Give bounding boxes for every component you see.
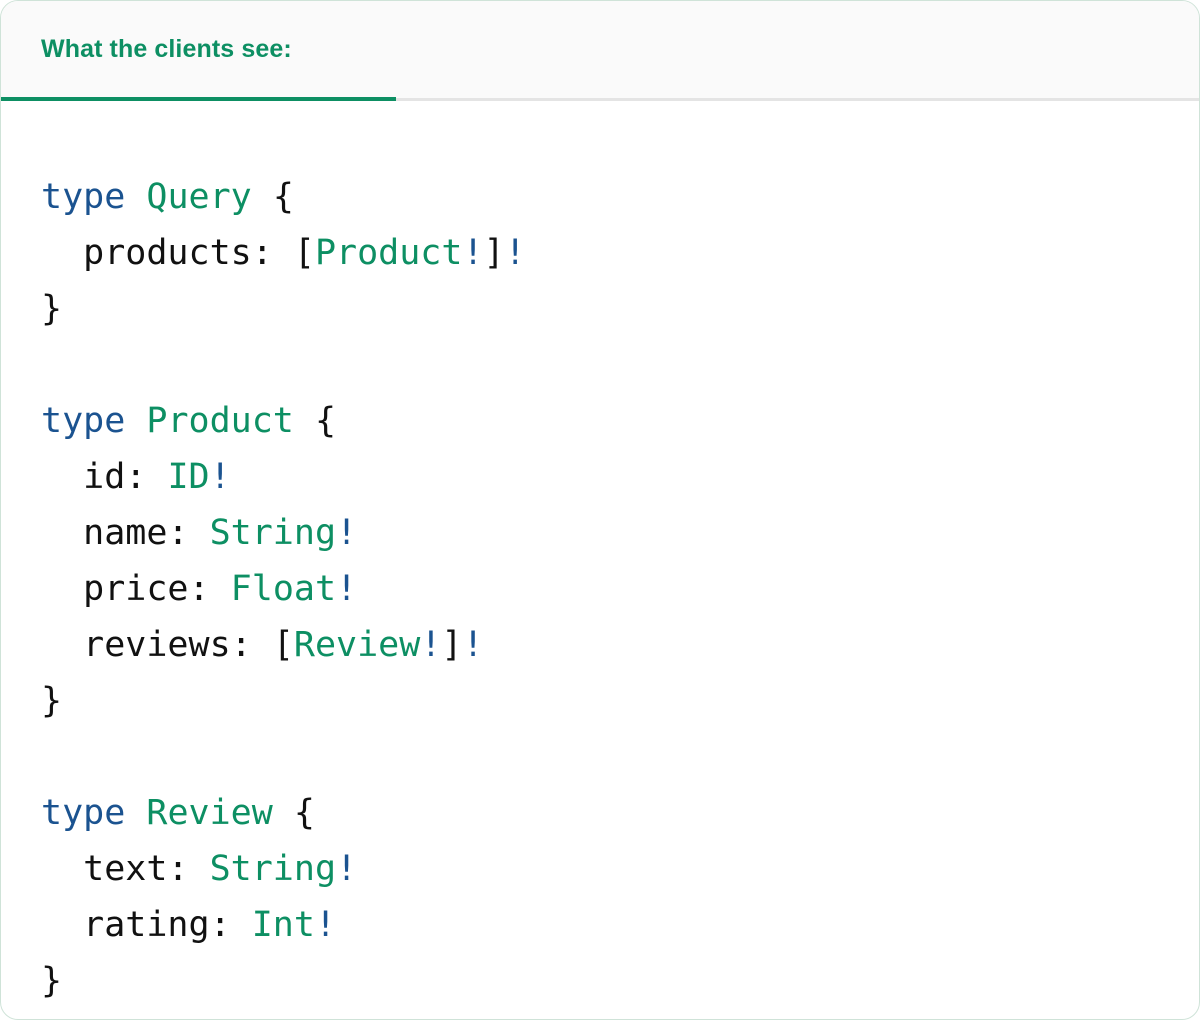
code-token: type [41,401,126,441]
code-token: ] [441,625,463,665]
code-token: ! [504,233,526,273]
code-token: reviews [41,625,231,665]
code-token: : [167,513,210,553]
code-token: : [125,457,168,497]
code-line: } [41,673,1199,729]
code-token: : [188,569,231,609]
code-token: Review [146,793,273,833]
graphql-schema-code[interactable]: type Query { products: [Product!]!} type… [1,136,1199,1009]
code-token: products [41,233,252,273]
code-token [125,177,146,217]
code-line: type Review { [41,785,1199,841]
code-token: price [41,569,189,609]
code-line: } [41,953,1199,1009]
code-token: { [272,177,294,217]
code-token: ! [336,569,358,609]
code-token: type [41,793,126,833]
code-token: String [209,849,337,889]
code-line: rating: Int! [41,897,1199,953]
code-line: price: Float! [41,561,1199,617]
code-token: String [209,513,337,553]
code-line: } [41,281,1199,337]
code-token: } [41,289,63,329]
code-token [252,177,273,217]
code-token: Query [146,177,252,217]
code-token: : [209,905,252,945]
code-token: Product [314,233,463,273]
tab-what-the-clients-see[interactable]: What the clients see: [1,1,320,100]
code-token: ! [336,513,358,553]
code-token: ! [209,457,231,497]
code-token: Int [251,905,315,945]
code-line [41,337,1199,393]
tab-label: What the clients see: [41,35,292,63]
code-token: } [41,961,63,1001]
code-line: type Product { [41,393,1199,449]
active-tab-indicator [1,97,396,101]
code-line: name: String! [41,505,1199,561]
code-token: ! [462,233,484,273]
code-token: text [41,849,168,889]
code-token: ! [336,849,358,889]
code-line: type Query { [41,169,1199,225]
code-line: products: [Product!]! [41,225,1199,281]
code-token: [ [272,625,294,665]
code-token: ID [167,457,210,497]
code-line: reviews: [Review!]! [41,617,1199,673]
code-token: ! [462,625,484,665]
code-token: ] [483,233,505,273]
code-line: text: String! [41,841,1199,897]
code-token: ! [314,905,337,945]
code-token: name [41,513,168,553]
code-token: { [293,793,315,833]
code-token: Review [293,625,421,665]
code-token [294,401,315,441]
code-token: Float [230,569,337,609]
code-token: id [41,457,126,497]
code-line: id: ID! [41,449,1199,505]
code-token [273,793,294,833]
code-token: type [41,177,126,217]
code-token: Product [146,401,294,441]
code-token [125,793,146,833]
code-token: } [41,681,63,721]
code-token: : [251,233,294,273]
code-line [41,729,1199,785]
code-token: : [230,625,273,665]
code-token [125,401,146,441]
code-token: rating [41,905,210,945]
code-token: [ [293,233,315,273]
tab-bar: What the clients see: [1,1,1199,101]
code-token: ! [420,625,442,665]
code-token: { [314,401,337,441]
code-token: : [167,849,210,889]
